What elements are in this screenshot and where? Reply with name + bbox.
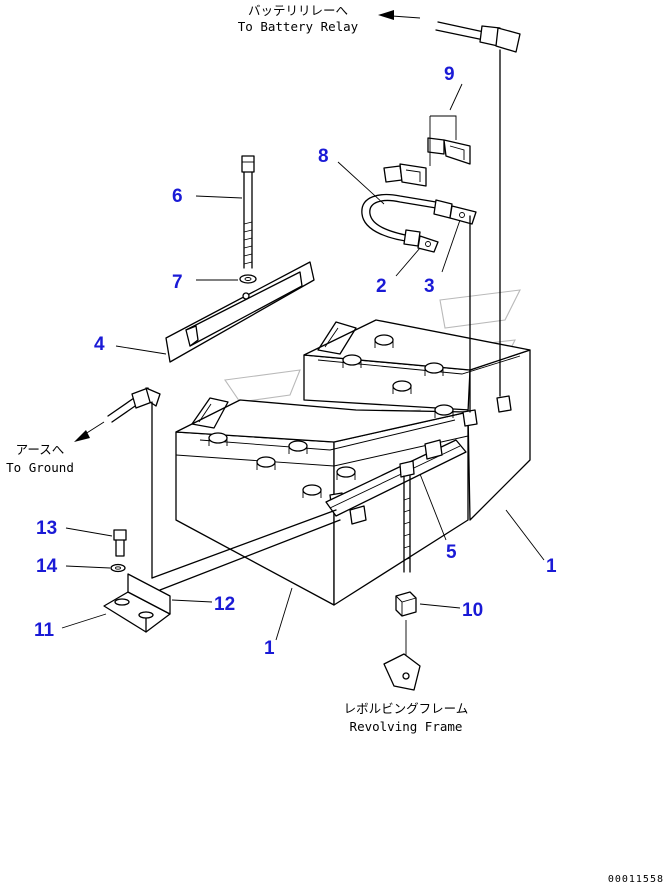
callout-8: 8 xyxy=(318,146,329,167)
frame-nut xyxy=(383,591,421,691)
callout-10: 10 xyxy=(462,600,483,621)
leader-lines xyxy=(61,83,545,641)
hold-down-bar xyxy=(325,439,467,573)
callout-7: 7 xyxy=(172,272,183,293)
frame-label-en: Revolving Frame xyxy=(350,719,463,734)
ground-bracket xyxy=(103,529,171,633)
callout-12: 12 xyxy=(214,594,235,615)
drawing-code: 00011558 xyxy=(608,874,664,885)
cable-set-9 xyxy=(383,115,471,187)
callout-1b: 1 xyxy=(264,638,275,659)
relay-cable xyxy=(378,10,521,413)
ground-label-jp: アースへ xyxy=(16,442,65,457)
ground-label-en: To Ground xyxy=(6,460,74,475)
callout-1a: 1 xyxy=(546,556,557,577)
plate-and-bolt xyxy=(165,155,315,363)
callout-3: 3 xyxy=(424,276,435,297)
callout-14: 14 xyxy=(36,556,58,577)
battery-relay-label-en: To Battery Relay xyxy=(238,19,359,34)
battery-front xyxy=(175,397,469,606)
callout-2: 2 xyxy=(376,276,387,297)
callout-5: 5 xyxy=(446,542,457,563)
callout-6: 6 xyxy=(172,186,183,207)
ground-cable xyxy=(74,387,341,591)
battery-relay-label-jp: バッテリリレーへ xyxy=(248,3,348,18)
frame-label-jp: レボルビングフレーム xyxy=(344,701,469,716)
callout-9: 9 xyxy=(444,64,455,85)
callout-4: 4 xyxy=(94,334,105,355)
callout-11: 11 xyxy=(34,620,55,641)
callout-13: 13 xyxy=(36,518,57,539)
